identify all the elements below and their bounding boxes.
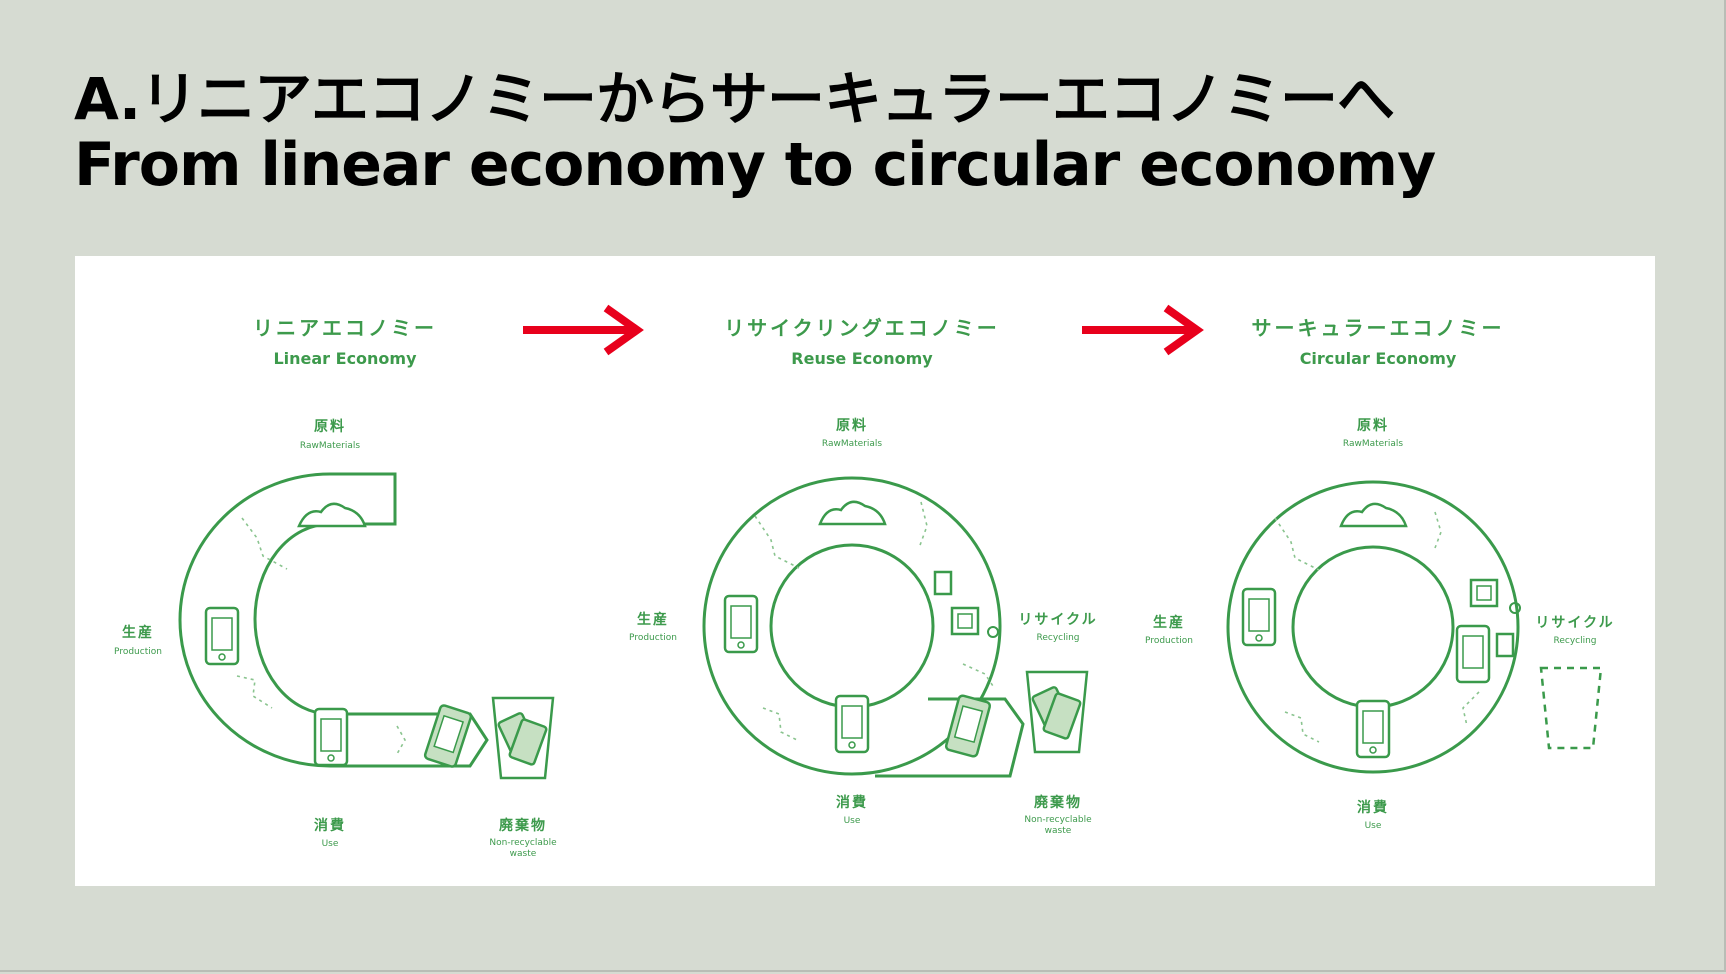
linear-use-en: Use: [322, 839, 339, 849]
reuse-use-en: Use: [844, 816, 861, 826]
reuse-waste-jp: 廃棄物: [1034, 794, 1082, 811]
linear-raw-jp: 原料: [314, 418, 346, 435]
circular-production-phone-icon: [1241, 587, 1277, 647]
linear-use-jp: 消費: [314, 817, 346, 834]
linear-economy-diagram: 原料 RawMaterials 生産 Production 消費 Use 廃棄物…: [114, 418, 557, 859]
production-phone-icon: [204, 606, 240, 666]
reuse-waste-bin-icon: [1025, 670, 1089, 754]
circular-recycle-jp: リサイクル: [1535, 615, 1614, 631]
reuse-chip-icon: [933, 570, 999, 638]
reuse-recycle-en: Recycling: [1036, 633, 1079, 643]
reuse-mountain-icon: [818, 500, 887, 526]
circular-chip-icon: [1469, 578, 1521, 614]
linear-production-jp: 生産: [122, 624, 154, 641]
linear-waste-jp: 廃棄物: [499, 817, 547, 834]
reuse-production-en: Production: [629, 633, 677, 643]
use-phone-icon: [313, 707, 349, 767]
circular-economy-diagram: 原料 RawMaterials 生産 Production リサイクル Recy…: [1145, 417, 1614, 831]
circular-production-jp: 生産: [1153, 614, 1185, 631]
stage-reuse-title-en: Reuse Economy: [791, 349, 933, 368]
linear-production-en: Production: [114, 647, 162, 657]
reuse-waste-en-1: Non-recyclable: [1024, 815, 1092, 825]
slide-title-japanese: A.リニアエコノミーからサーキュラーエコノミーへ: [74, 65, 1395, 133]
stage-circular-title-jp: サーキュラーエコノミー: [1252, 316, 1505, 340]
reuse-production-phone-icon: [723, 594, 759, 654]
reuse-raw-en: RawMaterials: [822, 439, 882, 449]
reuse-ring-inner: [769, 543, 935, 709]
reuse-waste-en-2: waste: [1045, 826, 1072, 836]
reuse-economy-diagram: 原料 RawMaterials 生産 Production リサイクル Recy…: [629, 417, 1097, 836]
linear-raw-en: RawMaterials: [300, 441, 360, 451]
circular-production-en: Production: [1145, 636, 1193, 646]
stage-circular-title-en: Circular Economy: [1300, 349, 1457, 368]
linear-waste-en-1: Non-recyclable: [489, 838, 557, 848]
stage-linear-title-en: Linear Economy: [273, 349, 417, 368]
stage-reuse-title-jp: リサイクリングエコノミー: [724, 316, 1000, 340]
circular-recycle-en: Recycling: [1553, 636, 1596, 646]
waste-bin-icon: [491, 696, 555, 780]
arrow-reuse-to-circular: [1082, 304, 1204, 356]
circular-use-en: Use: [1365, 821, 1382, 831]
stage-linear-title-jp: リニアエコノミー: [253, 316, 437, 340]
reuse-broken-phone-icon: [944, 694, 992, 758]
circular-raw-en: RawMaterials: [1343, 439, 1403, 449]
circular-empty-bin-icon: [1539, 666, 1603, 750]
reuse-ring-outer: [702, 476, 1002, 776]
circular-ring-outer: [1226, 480, 1520, 774]
economy-diagram: リニアエコノミー Linear Economy リサイクリングエコノミー Reu…: [114, 304, 1614, 859]
diagram-panel: リニアエコノミー Linear Economy リサイクリングエコノミー Reu…: [75, 256, 1655, 886]
reuse-use-phone-icon: [834, 694, 870, 754]
broken-phone-icon: [423, 704, 473, 768]
reuse-recycle-jp: リサイクル: [1018, 612, 1097, 628]
linear-waste-en-2: waste: [510, 849, 537, 859]
circular-use-phone-icon: [1355, 699, 1391, 759]
arrow-linear-to-reuse: [523, 304, 644, 356]
reuse-raw-jp: 原料: [836, 417, 868, 434]
reuse-production-jp: 生産: [637, 611, 669, 628]
slide-title-english: From linear economy to circular economy: [74, 130, 1436, 200]
circular-raw-jp: 原料: [1357, 417, 1389, 434]
circular-use-jp: 消費: [1357, 799, 1389, 816]
reuse-use-jp: 消費: [836, 794, 868, 811]
circular-mountain-icon: [1339, 502, 1408, 528]
raw-materials-mountain-icon: [297, 502, 367, 528]
circular-ring-inner: [1291, 545, 1455, 709]
circular-recycled-phone-icon: [1455, 624, 1515, 684]
